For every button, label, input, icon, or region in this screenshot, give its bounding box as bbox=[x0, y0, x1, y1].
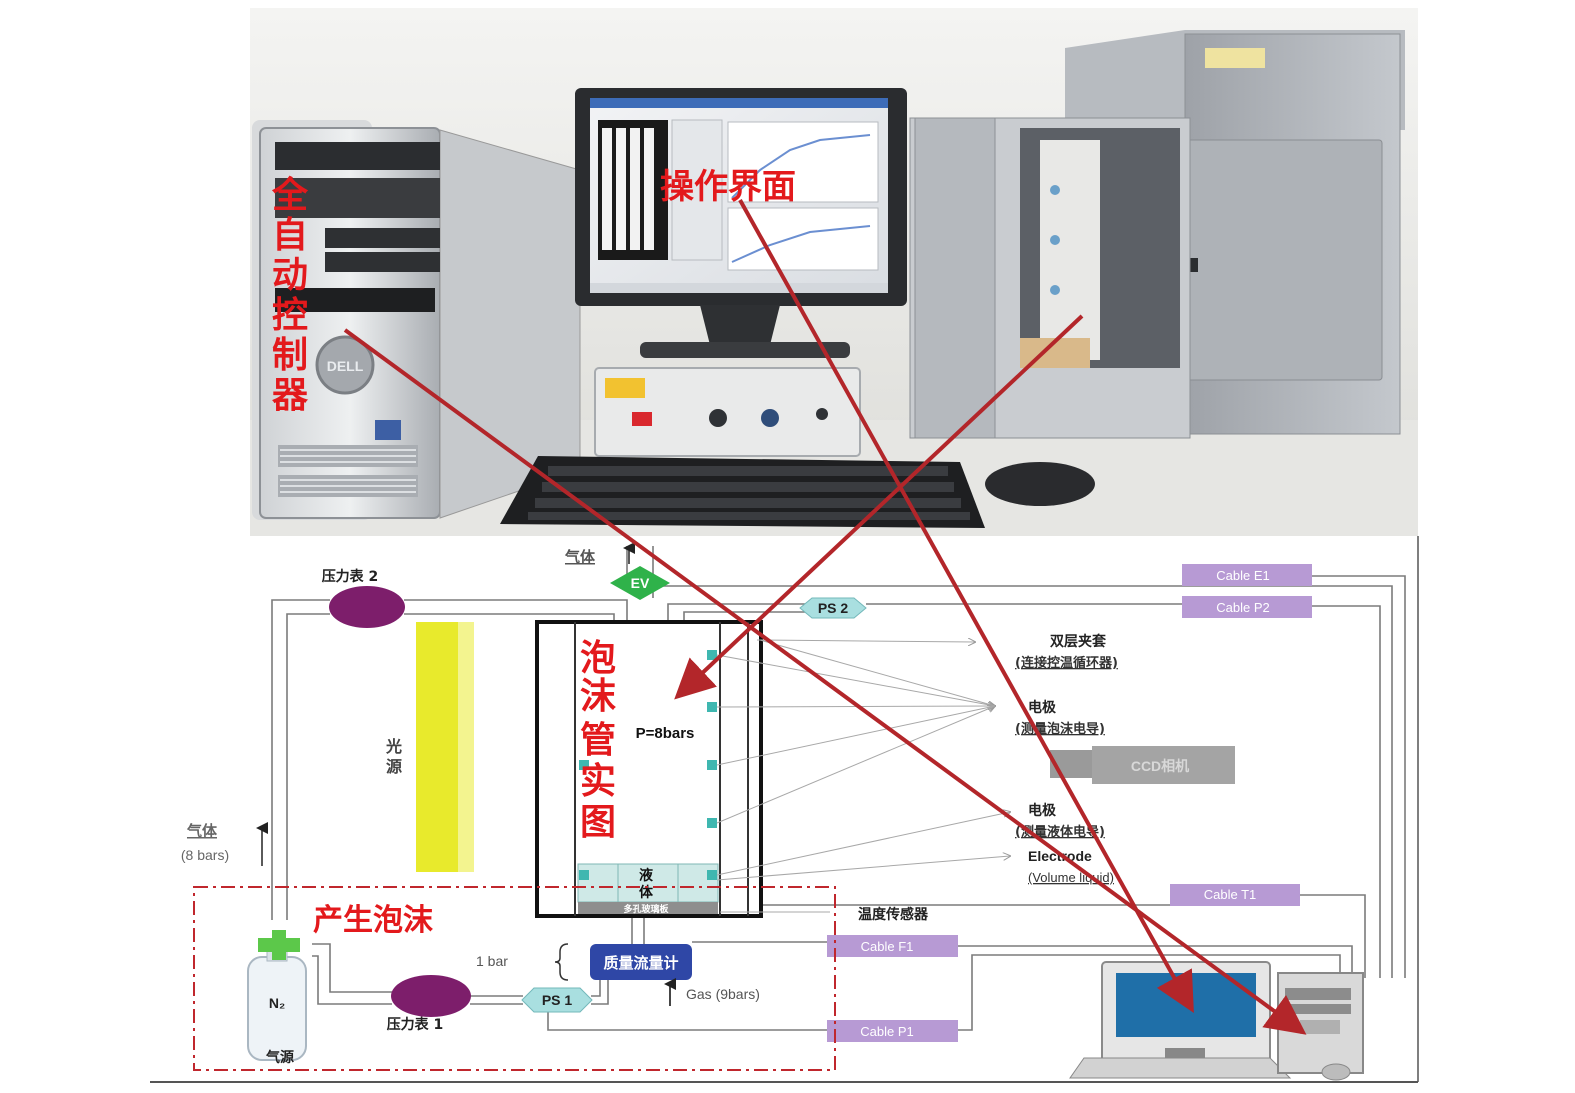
ccd-camera-label: CCD相机 bbox=[1131, 758, 1189, 774]
photo-panel: DELL bbox=[250, 8, 1418, 536]
cable-p2-label: Cable P2 bbox=[1216, 600, 1269, 615]
foam-tube-label-3: 管 bbox=[580, 720, 616, 761]
light-source-beam-edge bbox=[458, 622, 474, 872]
foam-tube-label-5: 图 bbox=[580, 802, 616, 843]
mass-flow-meter-label: 质量流量计 bbox=[603, 954, 678, 972]
foam-generation-label: 产生泡沫 bbox=[313, 903, 433, 938]
electrode-foam-note: (测量泡沫电导) bbox=[1015, 721, 1105, 737]
cable-p1-label: Cable P1 bbox=[860, 1024, 913, 1039]
pressure-gauge-1 bbox=[391, 975, 471, 1017]
foam-tube-label-4: 实 bbox=[580, 761, 616, 802]
pressure-gauge-1-label: 压力表 1 bbox=[387, 1016, 444, 1033]
pressure-gauge-2 bbox=[329, 586, 405, 628]
ccd-camera: CCD相机 bbox=[1050, 746, 1235, 784]
schematic: 光 源 压力表 2 EV 气体 PS 2 液 体 多孔玻璃板 bbox=[150, 536, 1418, 1082]
cable-t1: Cable T1 bbox=[1170, 884, 1300, 906]
liquid-label-1: 液 bbox=[639, 867, 654, 884]
light-source-label-1: 光 bbox=[385, 737, 402, 756]
foam-tube-photo-label: 泡 沫 管 实 图 bbox=[580, 638, 616, 843]
mouse bbox=[985, 462, 1095, 506]
light-source-beam bbox=[416, 622, 458, 872]
control-unit bbox=[595, 368, 860, 456]
temperature-sensor-label: 温度传感器 bbox=[858, 906, 929, 923]
cable-p1: Cable P1 bbox=[827, 1020, 958, 1042]
controller-label-3: 动 bbox=[272, 255, 308, 296]
controller-label-5: 制 bbox=[272, 335, 308, 376]
interface-label: 操作界面 bbox=[660, 167, 796, 207]
one-bar-brace bbox=[555, 944, 568, 980]
cable-f1: Cable F1 bbox=[827, 935, 958, 957]
foam-tube-label-1: 泡 bbox=[580, 638, 616, 679]
n2-label: N₂ bbox=[269, 995, 285, 1011]
porous-glass-plate-label: 多孔玻璃板 bbox=[623, 903, 669, 915]
gas-left-pressure: (8 bars) bbox=[181, 847, 229, 863]
light-source-label-2: 源 bbox=[386, 757, 402, 776]
cable-p2: Cable P2 bbox=[1182, 596, 1312, 618]
gas-left-label: 气体 bbox=[186, 822, 218, 840]
controller-label-1: 全 bbox=[271, 174, 309, 216]
controller-label: 全 自 动 控 制 器 bbox=[271, 174, 309, 416]
cable-f1-label: Cable F1 bbox=[861, 939, 914, 954]
double-jacket-note: (连接控温循环器) bbox=[1015, 655, 1118, 671]
ps1-label: PS 1 bbox=[542, 992, 573, 1008]
pressure-reading: P=8bars bbox=[636, 725, 695, 742]
electrode-foam-label: 电极 bbox=[1028, 699, 1057, 716]
n2-cylinder: N₂ 气源 bbox=[248, 930, 306, 1066]
gas-source-label: 气源 bbox=[265, 1049, 294, 1066]
cable-e1: Cable E1 bbox=[1182, 564, 1312, 586]
double-jacket-label: 双层夹套 bbox=[1050, 633, 1106, 650]
controller-label-2: 自 bbox=[272, 215, 308, 256]
one-bar-label: 1 bar bbox=[476, 953, 508, 969]
cable-t1-label: Cable T1 bbox=[1204, 887, 1257, 902]
pressure-gauge-2-label: 压力表 2 bbox=[322, 568, 379, 585]
controller-label-6: 器 bbox=[272, 375, 309, 416]
ev-valve-label: EV bbox=[631, 575, 650, 591]
gas-top-label: 气体 bbox=[564, 548, 596, 566]
ps2-label: PS 2 bbox=[818, 600, 849, 616]
cable-e1-label: Cable E1 bbox=[1216, 568, 1269, 583]
electrode-liquid-label: 电极 bbox=[1028, 802, 1057, 819]
foam-tube: 液 体 多孔玻璃板 P=8bars bbox=[537, 622, 761, 916]
foam-tube-label-2: 沫 bbox=[580, 676, 616, 717]
controller-label-4: 控 bbox=[272, 295, 308, 336]
computer-clipart bbox=[1070, 962, 1363, 1080]
gas-9bars-label: Gas (9bars) bbox=[686, 986, 760, 1002]
brand-logo: DELL bbox=[327, 358, 364, 374]
keyboard bbox=[500, 456, 985, 528]
